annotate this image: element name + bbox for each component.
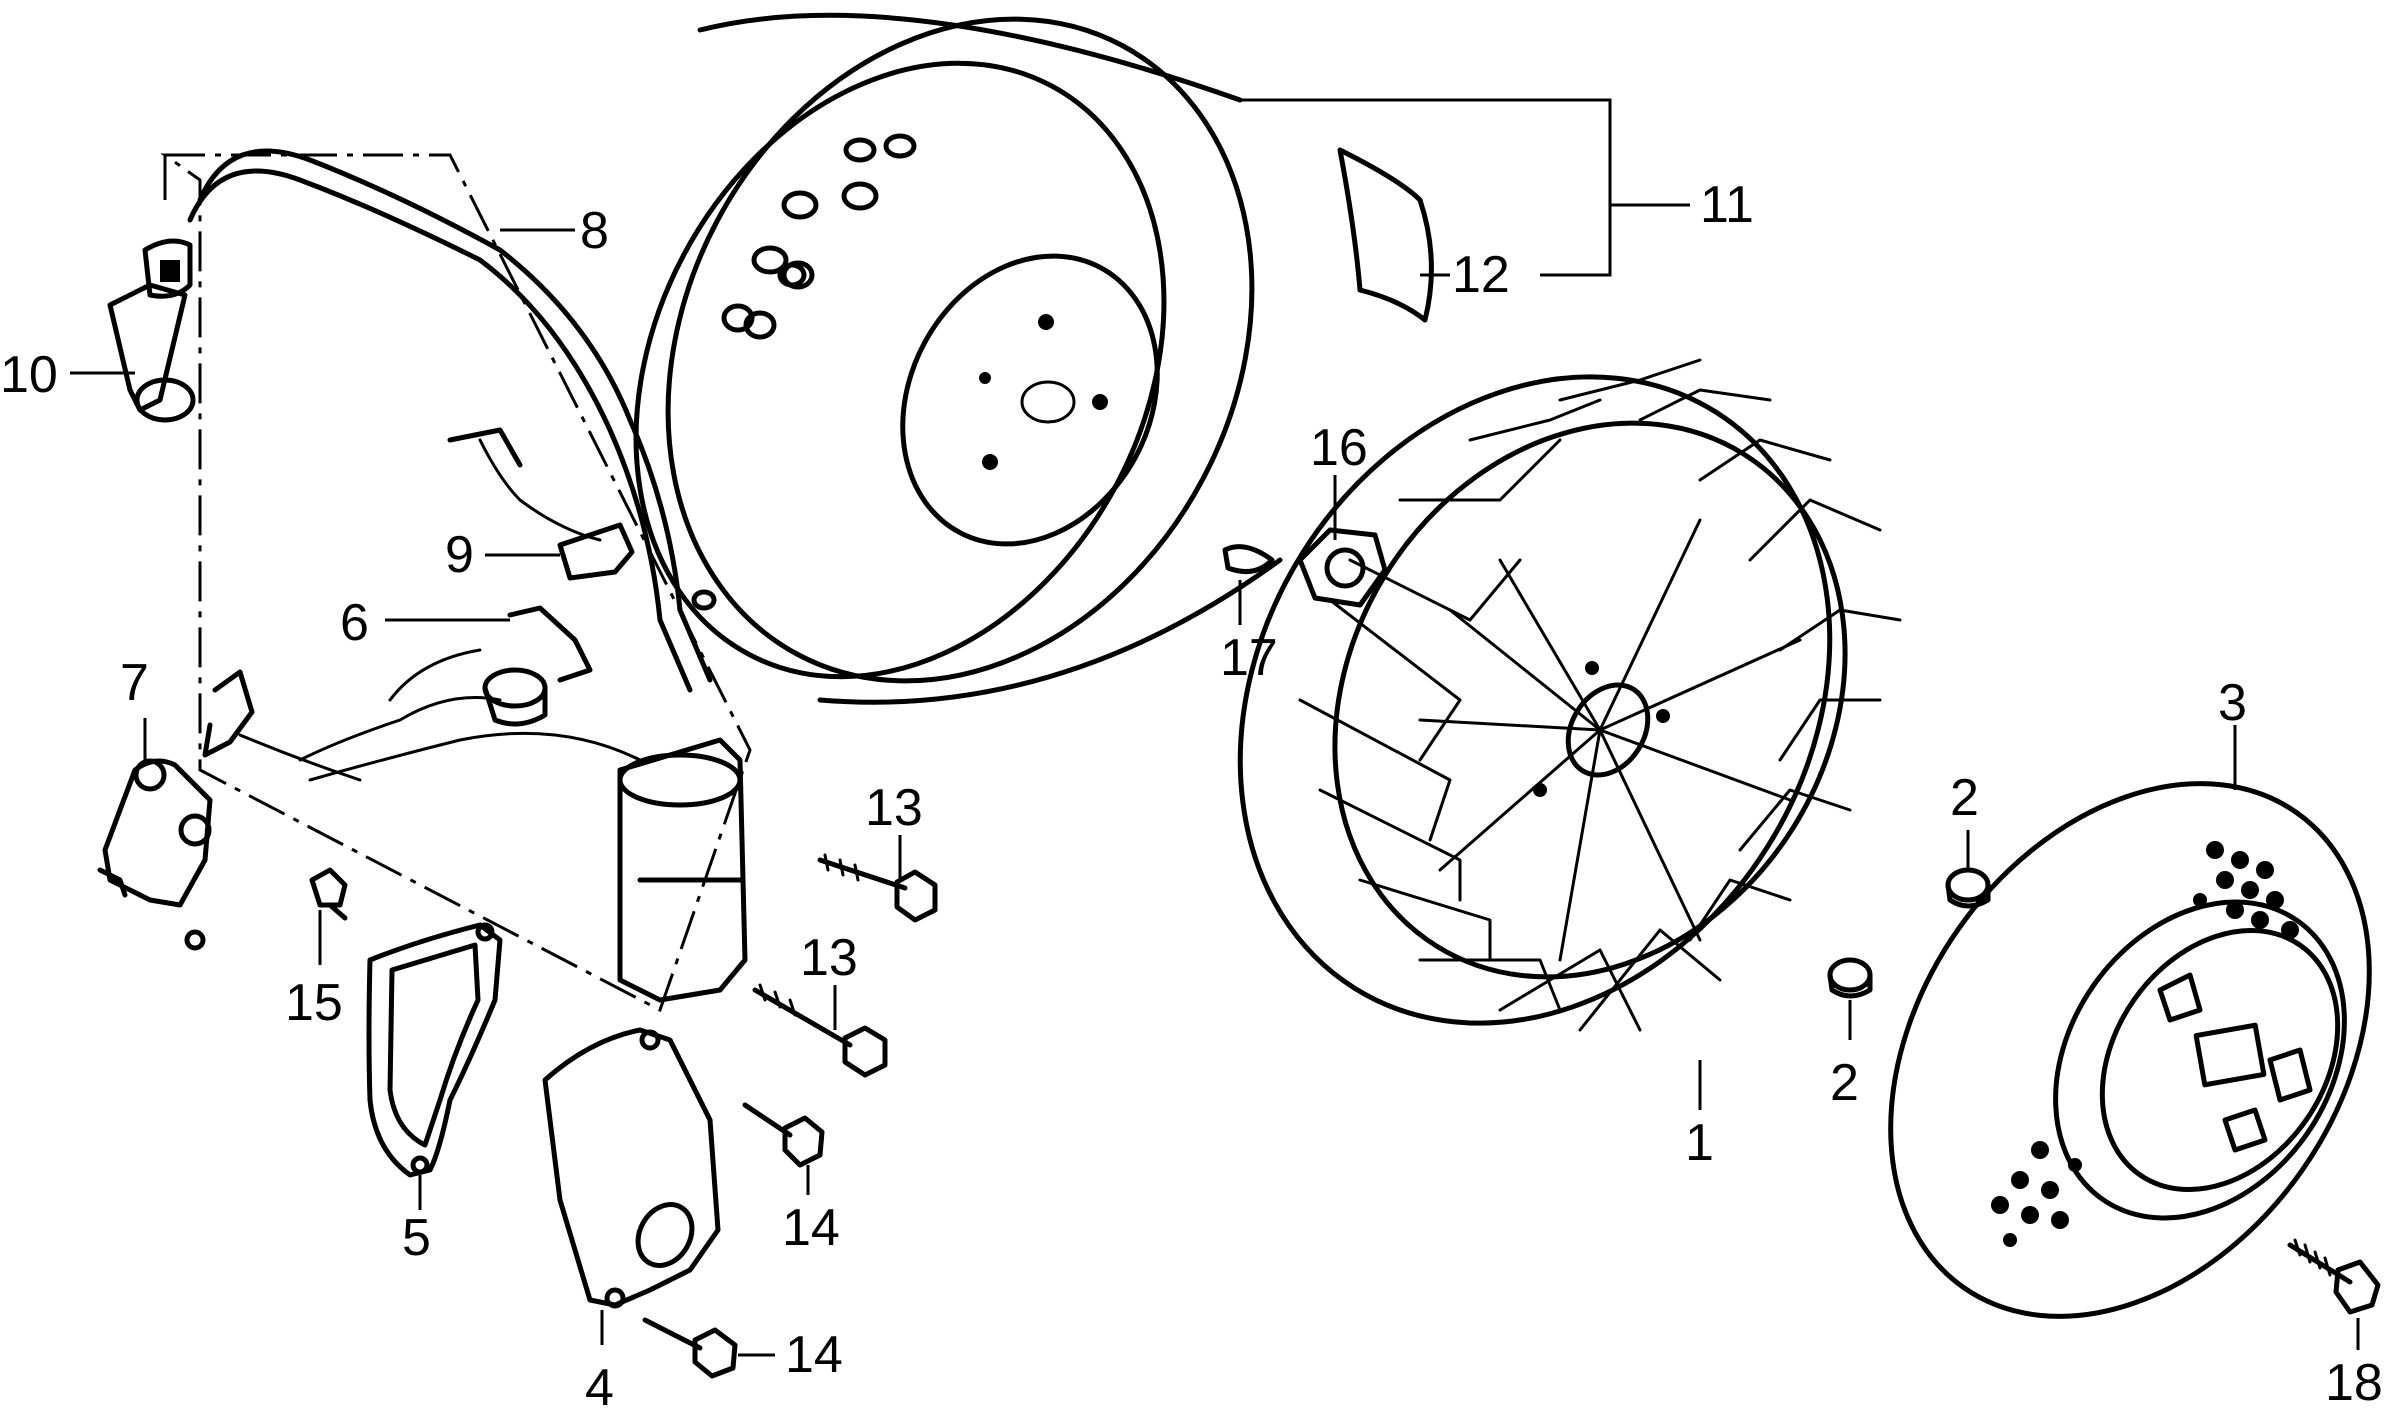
callout-11: 11: [1700, 176, 1754, 234]
grommet-icon: [557, 522, 635, 581]
callout-1: 1: [1685, 1114, 1714, 1172]
callout-9: 9: [445, 526, 474, 584]
callout-labels: 1 2 2 3 4 5 6 7 8 9 10 11 12 13 13 14 14…: [0, 176, 2383, 1415]
bolt-icon: [752, 983, 888, 1078]
callout-5: 5: [402, 1209, 431, 1267]
callout-18: 18: [2325, 1354, 2383, 1410]
coil-group-frame: [160, 153, 752, 1013]
callout-8: 8: [580, 202, 609, 260]
callout-10: 10: [0, 346, 58, 404]
callout-13: 13: [800, 929, 858, 987]
callout-3: 3: [2218, 674, 2247, 732]
bolt-icon: [817, 853, 938, 923]
callout-13: 13: [865, 779, 923, 837]
callout-2: 2: [1950, 769, 1979, 827]
callout-6: 6: [340, 594, 369, 652]
collar-icon: [1827, 957, 1873, 999]
spark-plug-cap-icon: [107, 238, 196, 423]
callout-12: 12: [1452, 246, 1510, 304]
bolt-icon: [642, 1317, 738, 1379]
bolt-icon: [309, 867, 348, 921]
cooling-fan-icon: [1237, 358, 1902, 1032]
starter-pulley-icon: [1888, 781, 2372, 1319]
woodruff-key-icon: [1222, 544, 1275, 575]
callout-4: 4: [585, 1359, 614, 1410]
bolt-icon: [2287, 1238, 2381, 1315]
leader-lines: [70, 228, 2360, 1357]
condenser-icon: [482, 605, 593, 727]
balance-weight-icon: [1337, 147, 1434, 323]
callout-17: 17: [1220, 629, 1278, 687]
bracket-11: [1240, 98, 1612, 277]
callout-2: 2: [1830, 1054, 1859, 1112]
vent-holes: [691, 133, 917, 611]
contact-breaker-icon: [97, 758, 213, 951]
ignition-coil-icon: [187, 148, 748, 1003]
callout-7: 7: [120, 654, 149, 712]
callout-16: 16: [1310, 419, 1368, 477]
flywheel-nut-icon: [1297, 527, 1388, 608]
callout-15: 15: [285, 974, 343, 1032]
flywheel-icon: [633, 12, 1283, 705]
wire-harness: [238, 648, 642, 782]
gasket-icon: [366, 922, 503, 1178]
callout-14: 14: [785, 1326, 843, 1384]
terminal-icon: [202, 669, 255, 758]
cover-icon: [542, 1027, 721, 1309]
callout-14: 14: [782, 1199, 840, 1257]
bolt-icon: [742, 1102, 825, 1168]
